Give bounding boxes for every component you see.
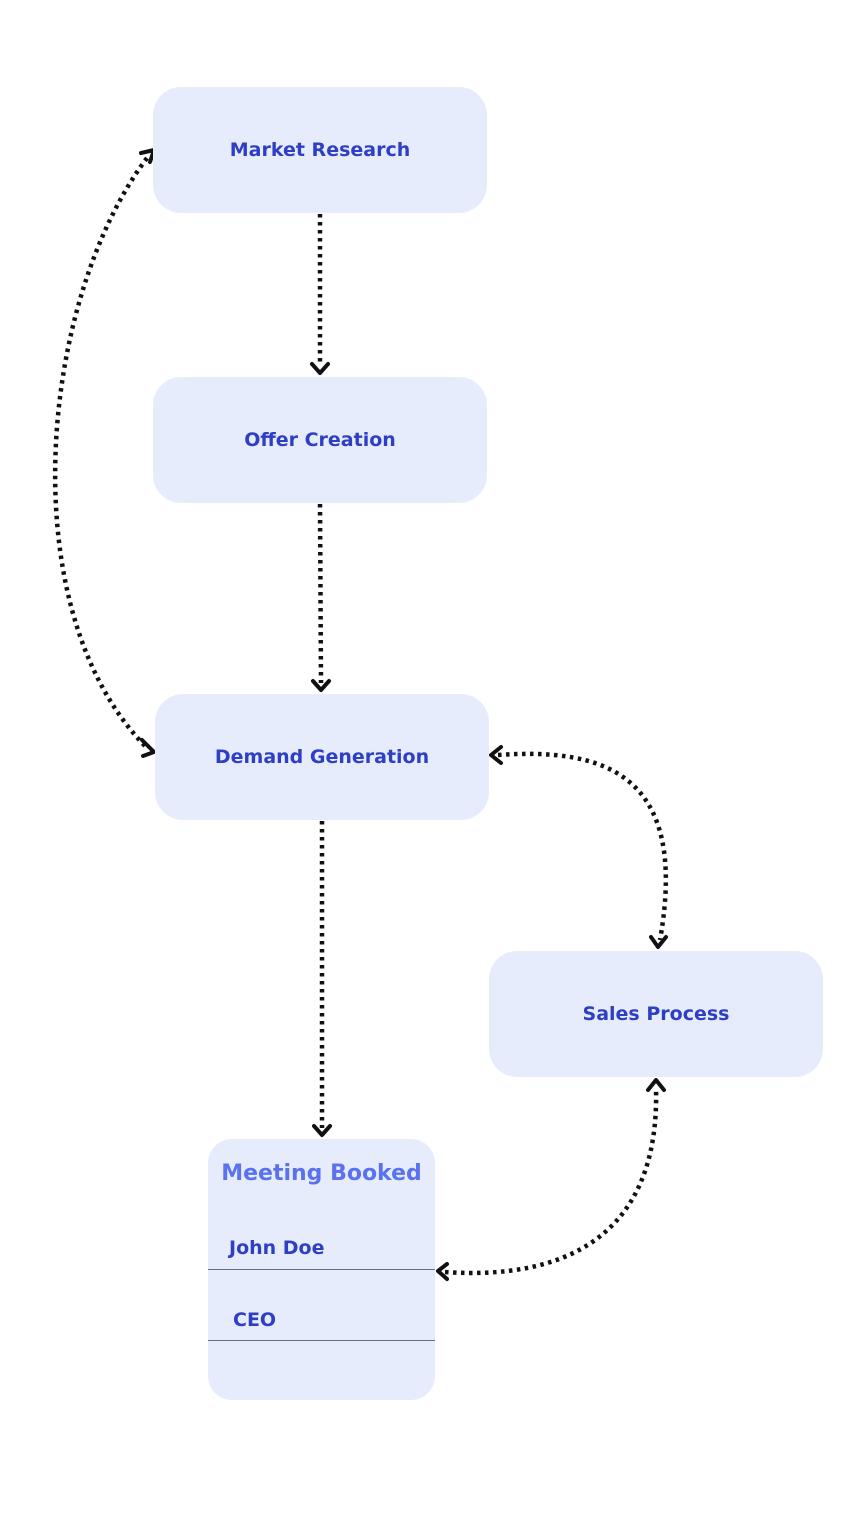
name-field-divider bbox=[208, 1269, 435, 1270]
connector-market-to-offer bbox=[310, 214, 330, 375]
connector-offer-to-demand bbox=[311, 503, 331, 692]
node-demand-generation-label: Demand Generation bbox=[214, 746, 430, 768]
node-offer-creation[interactable]: Offer Creation bbox=[153, 377, 487, 503]
connector-market-demand-loop bbox=[52, 148, 156, 758]
node-demand-generation[interactable]: Demand Generation bbox=[155, 694, 489, 820]
node-market-research-label: Market Research bbox=[229, 139, 411, 161]
node-market-research[interactable]: Market Research bbox=[153, 87, 487, 213]
role-field-divider bbox=[208, 1340, 435, 1341]
connector-demand-sales-loop bbox=[489, 745, 669, 949]
meeting-card-title: Meeting Booked bbox=[221, 1161, 422, 1186]
meeting-booked-card[interactable]: Meeting Booked John Doe CEO bbox=[208, 1139, 435, 1400]
node-sales-process-label: Sales Process bbox=[582, 1003, 730, 1025]
node-offer-creation-label: Offer Creation bbox=[244, 429, 396, 451]
meeting-card-role-field: CEO bbox=[233, 1309, 277, 1331]
meeting-card-name-field: John Doe bbox=[229, 1237, 325, 1259]
connector-demand-to-meeting bbox=[312, 821, 332, 1137]
connector-meeting-sales-loop bbox=[436, 1078, 666, 1281]
node-sales-process[interactable]: Sales Process bbox=[489, 951, 823, 1077]
